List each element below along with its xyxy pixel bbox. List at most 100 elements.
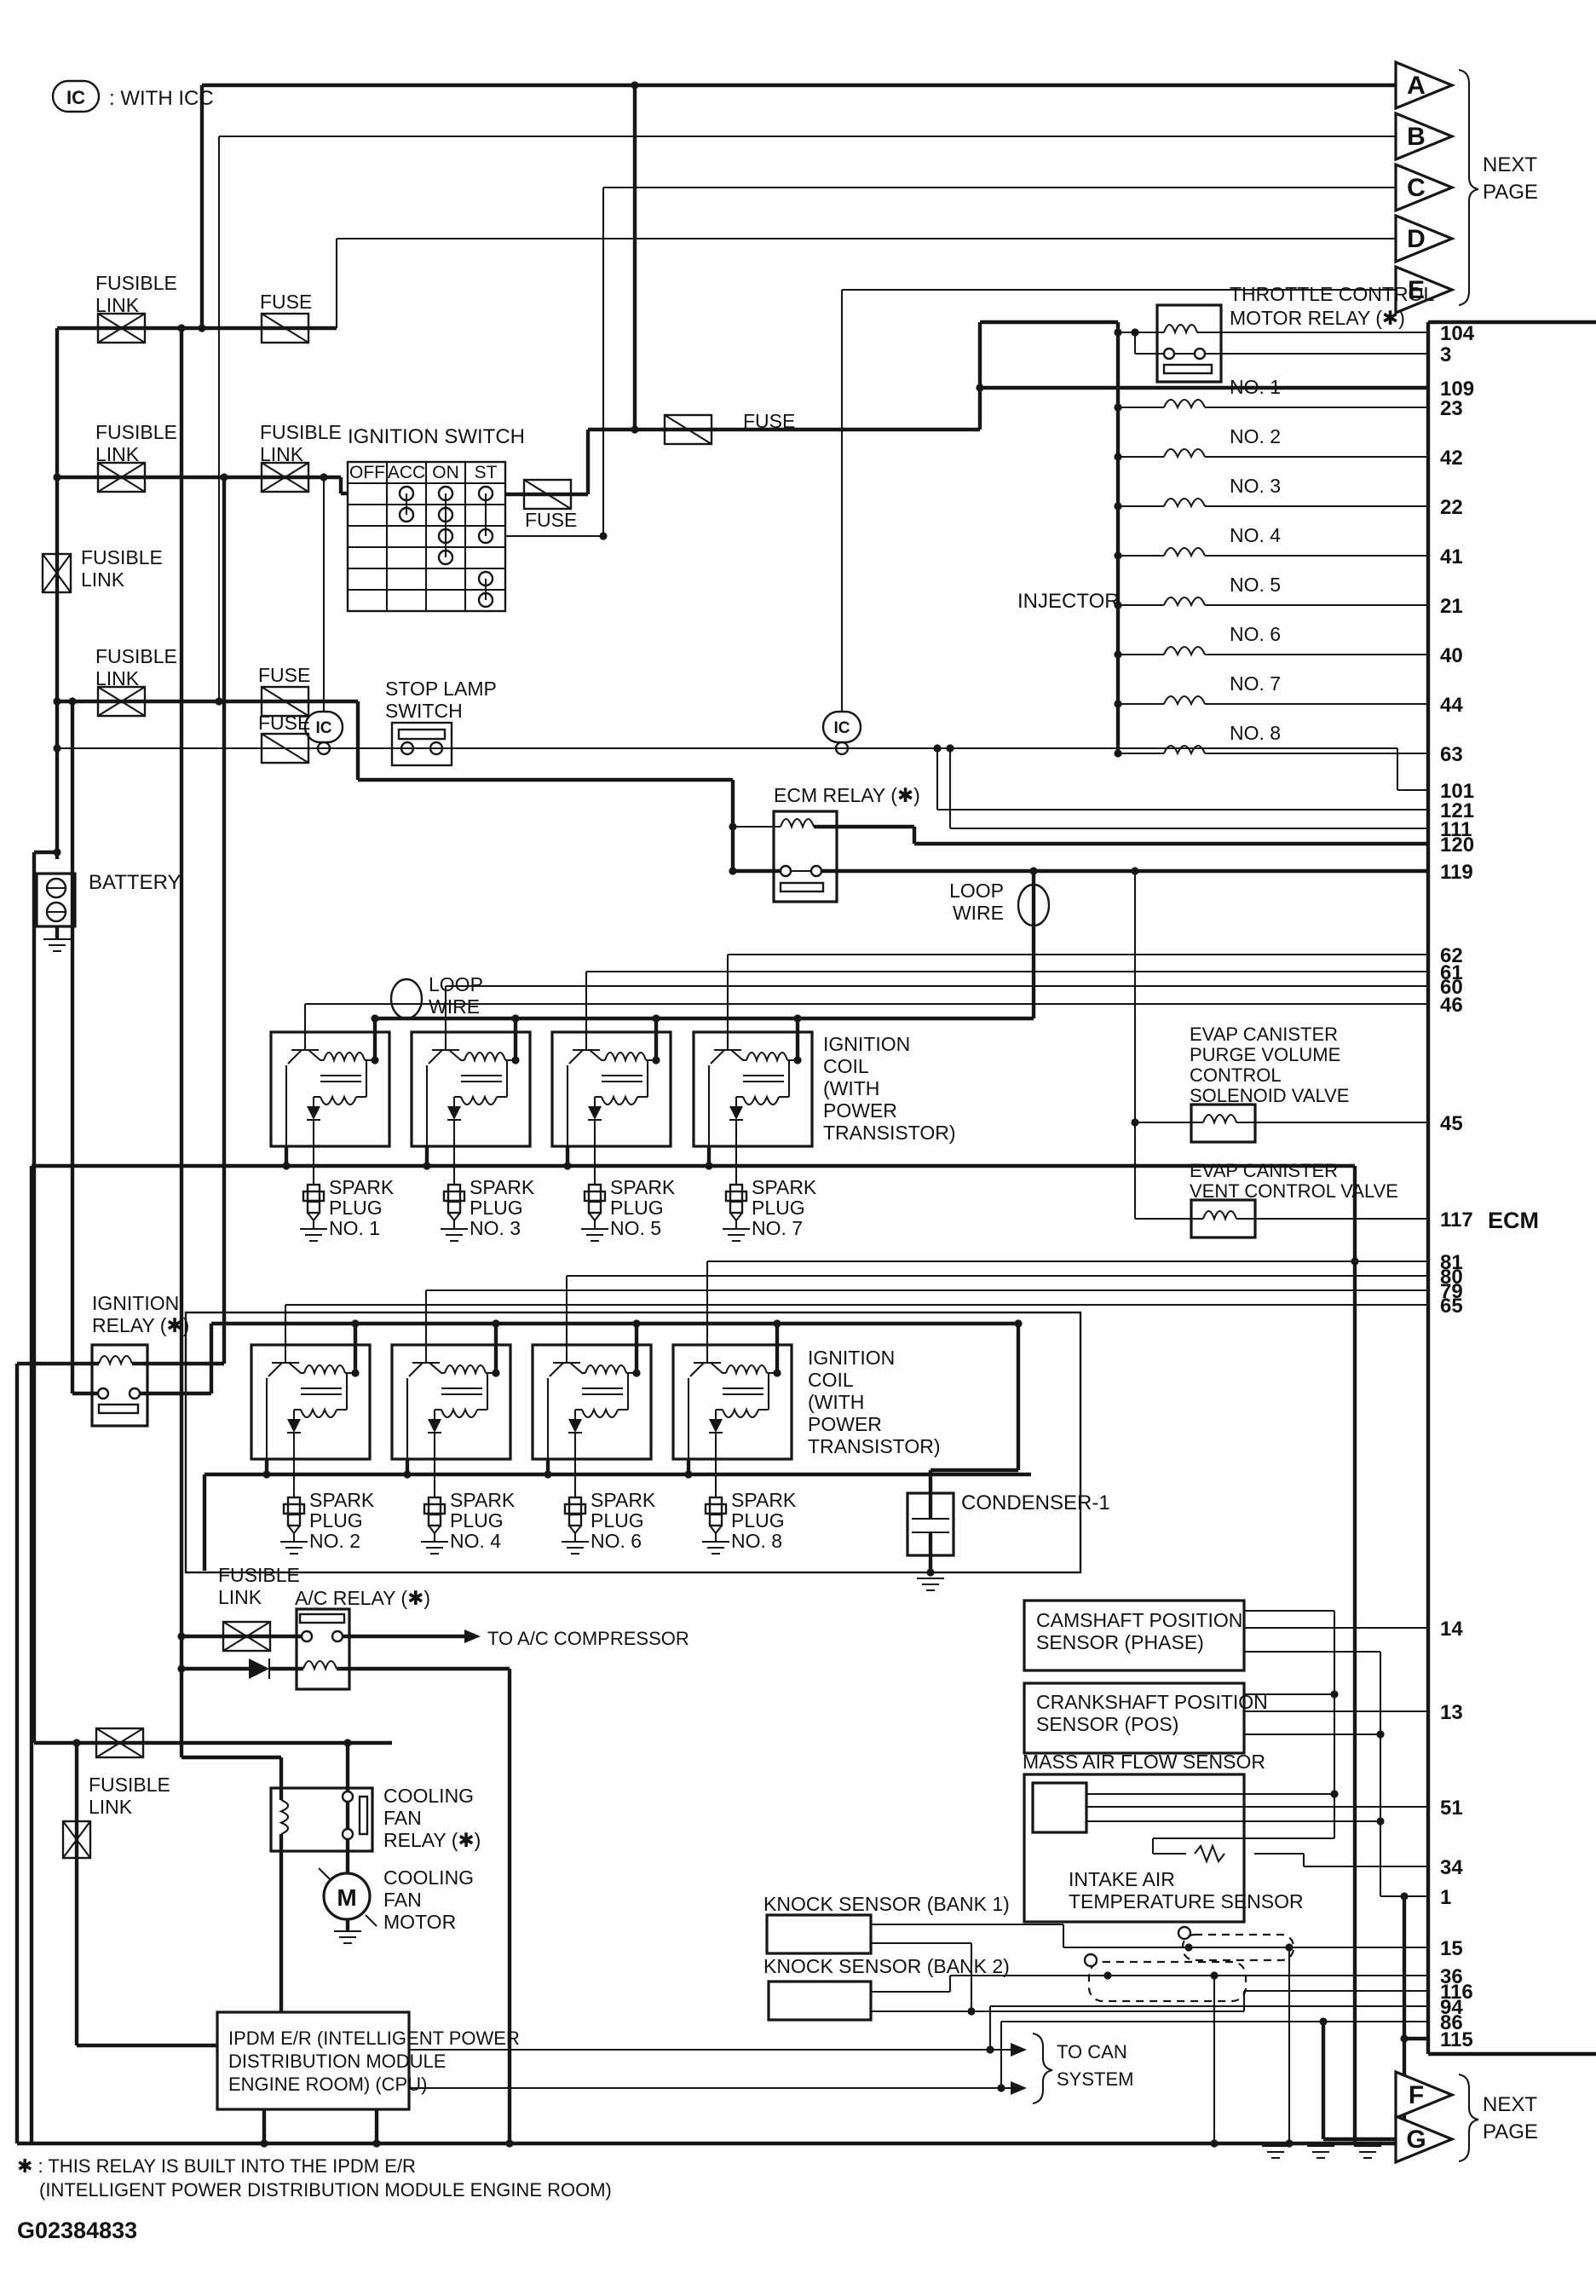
- ecm-pin-label: 104: [1440, 322, 1475, 345]
- battery-box: [35, 872, 77, 928]
- junction-dot: [1014, 1319, 1023, 1328]
- fuse-icon: [260, 312, 310, 344]
- label: SPARK: [309, 1489, 375, 1511]
- spark-plug-icon: [286, 1496, 302, 1516]
- relay-contact: [1162, 347, 1176, 361]
- fusible-link-x: [62, 1820, 91, 1859]
- junction-dot: [544, 1470, 552, 1479]
- fusible-link-label: FUSIBLE: [89, 1774, 170, 1796]
- ignition-switch-table: [346, 460, 507, 613]
- junction-dot: [986, 2045, 994, 2054]
- camshaft-sensor-box: [1023, 1599, 1246, 1672]
- figure-code: G02384833: [17, 2218, 137, 2243]
- ecm-pin-label: 117: [1440, 1209, 1473, 1232]
- spark-plug-icon: [709, 1525, 723, 1542]
- cooling-fan-relay-box: [269, 1786, 374, 1853]
- junction-dot: [177, 1664, 186, 1673]
- junction-dot: [53, 473, 61, 482]
- label: KNOCK SENSOR (BANK 2): [763, 1955, 1010, 1977]
- spark-plug-number: NO. 4: [450, 1530, 501, 1552]
- spark-plug-icon: [708, 1512, 723, 1527]
- junction-dot: [705, 1162, 713, 1170]
- fusible-link-icon: [95, 1727, 145, 1759]
- ic-label: IC: [316, 719, 332, 737]
- label: FAN: [383, 1807, 422, 1829]
- ground-icon: [581, 1227, 608, 1243]
- spark-plug-icon: [587, 1183, 602, 1203]
- diode-icon: [588, 1106, 602, 1120]
- arrow-icon: [1011, 2081, 1027, 2095]
- is-contact: [437, 528, 454, 545]
- ecm-pin-label: 65: [1440, 1295, 1463, 1318]
- label: PLUG: [470, 1197, 523, 1219]
- junction-dot: [652, 1056, 660, 1064]
- junction-dot: [1330, 1690, 1339, 1699]
- label: TEMPERATURE SENSOR: [1069, 1890, 1304, 1912]
- ignition-switch-title: IGNITION SWITCH: [348, 425, 525, 448]
- ecm-pin-label: 46: [1440, 994, 1463, 1017]
- brace: [1458, 2073, 1479, 2163]
- label: SPARK: [470, 1176, 535, 1198]
- spark-plug-icon: [442, 1190, 466, 1203]
- junction-dot: [1351, 1257, 1359, 1266]
- ground-icon: [300, 1227, 327, 1243]
- spark-plug-icon: [568, 1512, 583, 1527]
- relay-contact: [341, 1790, 354, 1803]
- junction-dot: [262, 1470, 271, 1479]
- junction-dot: [1131, 867, 1139, 875]
- label: TO CAN: [1057, 2041, 1127, 2062]
- fuse-label: FUSE: [260, 291, 312, 313]
- junction-dot: [220, 473, 228, 482]
- ground-icon: [1307, 2144, 1334, 2160]
- ignition-coil-label: IGNITION: [808, 1347, 895, 1369]
- ecm-pin-label: 45: [1440, 1112, 1463, 1135]
- label: SPARK: [329, 1176, 395, 1198]
- label: PLUG: [752, 1197, 805, 1219]
- terminal-circle: [400, 741, 415, 756]
- ipdm-box: [216, 2010, 411, 2111]
- junction-dot: [320, 473, 328, 482]
- brace: [1032, 2032, 1053, 2105]
- shield-dashed: [1181, 1933, 1295, 1962]
- ecm-pin-label: 15: [1440, 1937, 1463, 1960]
- fusible-link-label: LINK: [89, 1796, 133, 1818]
- is-column-header: OFF: [349, 463, 385, 482]
- ecm-pin-label: 44: [1440, 694, 1463, 717]
- junction-dot: [68, 697, 77, 706]
- label: MOTOR RELAY (✱): [1230, 307, 1405, 329]
- ground-icon: [562, 1540, 589, 1555]
- fusible-link-x: [222, 1621, 271, 1652]
- relay-contact: [341, 1827, 354, 1841]
- ic-legend-label: IC: [66, 87, 85, 108]
- is-contact: [437, 549, 454, 566]
- fusible-link-label: FUSIBLE: [95, 272, 177, 294]
- is-contact: [477, 528, 494, 545]
- label: PLUG: [450, 1509, 504, 1532]
- label: PLUG: [610, 1197, 664, 1219]
- is-contact: [477, 570, 494, 587]
- fusible-link-x: [97, 313, 146, 343]
- crankshaft-sensor-box: [1023, 1682, 1246, 1755]
- next-page-letter: F: [1409, 2081, 1424, 2109]
- ignition-coil-box: [531, 1343, 653, 1461]
- junction-dot: [1103, 1971, 1112, 1980]
- label: EVAP CANISTER: [1190, 1160, 1338, 1181]
- spark-plug-icon: [708, 1496, 723, 1516]
- ground-icon: [723, 1227, 750, 1243]
- ecm-pin-label: 51: [1440, 1797, 1463, 1820]
- ground-icon: [1354, 2144, 1381, 2160]
- footnote: ✱ : THIS RELAY IS BUILT INTO THE IPDM E/…: [17, 2155, 416, 2177]
- ecm-pin-label: 86: [1440, 2011, 1463, 2034]
- ignition-coil-box: [250, 1343, 372, 1461]
- junction-dot: [1376, 1730, 1385, 1739]
- ecm-pin-label: 94: [1440, 1996, 1463, 2019]
- relay-contact: [300, 1630, 314, 1643]
- spark-plug-icon: [282, 1503, 306, 1515]
- label: MOTOR: [383, 1911, 456, 1933]
- ecm-pin-label: 79: [1440, 1280, 1463, 1303]
- spark-plug-icon: [588, 1212, 602, 1229]
- diode-icon: [447, 1106, 461, 1120]
- spark-plug-icon: [427, 1512, 442, 1527]
- fusible-link-label: FUSIBLE: [218, 1564, 300, 1586]
- junction-dot: [53, 744, 61, 753]
